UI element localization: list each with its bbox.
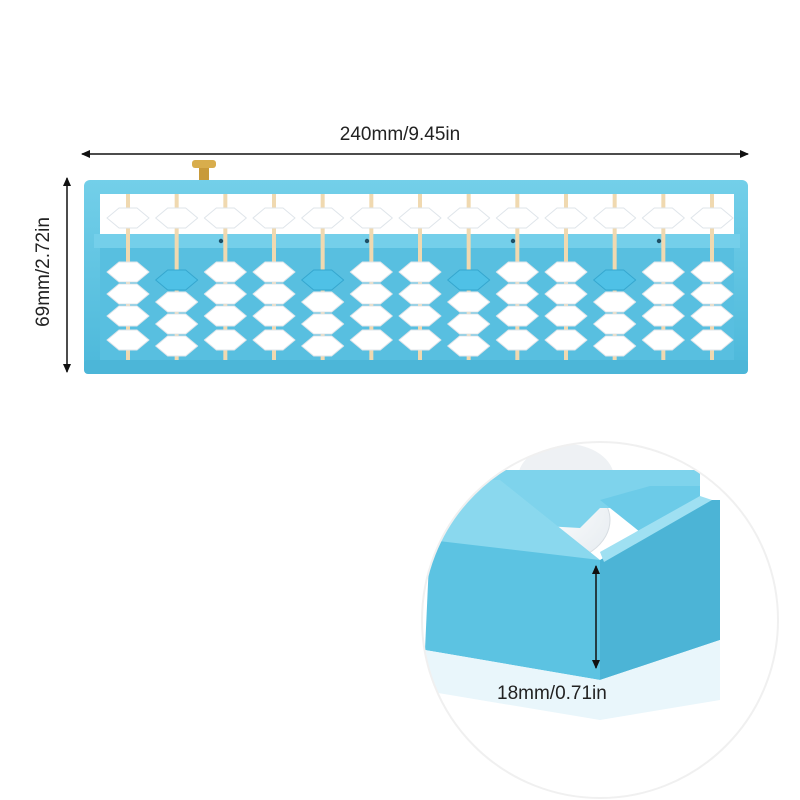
lower-bead [155,313,199,335]
accent-bead [155,269,199,291]
lower-bead [641,261,685,283]
lower-bead [301,291,345,313]
lower-bead [349,305,393,327]
unit-dot [218,238,224,244]
upper-bead [252,207,296,229]
lower-bead [690,283,734,305]
lower-bead [593,313,637,335]
upper-bead [155,207,199,229]
lower-bead [447,313,491,335]
lower-bead [106,329,150,351]
lower-bead [544,305,588,327]
lower-bead [301,335,345,357]
lower-bead [106,283,150,305]
frame-depth-zoom [421,441,779,799]
lower-bead [398,261,442,283]
lower-bead [252,283,296,305]
lower-bead [106,305,150,327]
lower-bead [203,261,247,283]
upper-bead [447,207,491,229]
width-dimension-label: 240mm/9.45in [339,124,461,145]
abacus [84,160,748,374]
abacus-beam [94,234,740,248]
lower-bead [495,283,539,305]
depth-dimension-label: 18mm/0.71in [497,683,607,704]
upper-bead [690,207,734,229]
lower-bead [690,261,734,283]
lower-bead [690,329,734,351]
upper-bead [593,207,637,229]
lower-bead [252,261,296,283]
lower-bead [349,261,393,283]
lower-bead [495,329,539,351]
lower-bead [203,305,247,327]
upper-bead [301,207,345,229]
height-dimension-label: 69mm/2.72in [33,217,54,327]
accent-bead [593,269,637,291]
lower-bead [155,291,199,313]
lower-bead [155,335,199,357]
upper-bead [641,207,685,229]
lower-bead [349,283,393,305]
lower-bead [398,305,442,327]
accent-bead [447,269,491,291]
upper-bead [544,207,588,229]
lower-bead [203,329,247,351]
lower-bead [398,283,442,305]
lower-bead [544,261,588,283]
lower-bead [641,283,685,305]
upper-bead [349,207,393,229]
lower-bead [301,313,345,335]
unit-dot [364,238,370,244]
lower-bead [495,305,539,327]
lower-bead [544,283,588,305]
lower-bead [106,261,150,283]
lower-bead [593,291,637,313]
upper-bead [398,207,442,229]
lower-bead [252,305,296,327]
lower-bead [641,305,685,327]
upper-bead [495,207,539,229]
accent-bead [301,269,345,291]
lower-bead [398,329,442,351]
lower-bead [495,261,539,283]
upper-bead [106,207,150,229]
upper-bead [203,207,247,229]
unit-dot [510,238,516,244]
lower-bead [593,335,637,357]
lower-bead [252,329,296,351]
lower-bead [349,329,393,351]
unit-dot [656,238,662,244]
lower-bead [641,329,685,351]
lower-bead [544,329,588,351]
lower-bead [447,335,491,357]
lower-bead [690,305,734,327]
lower-bead [203,283,247,305]
lower-bead [447,291,491,313]
